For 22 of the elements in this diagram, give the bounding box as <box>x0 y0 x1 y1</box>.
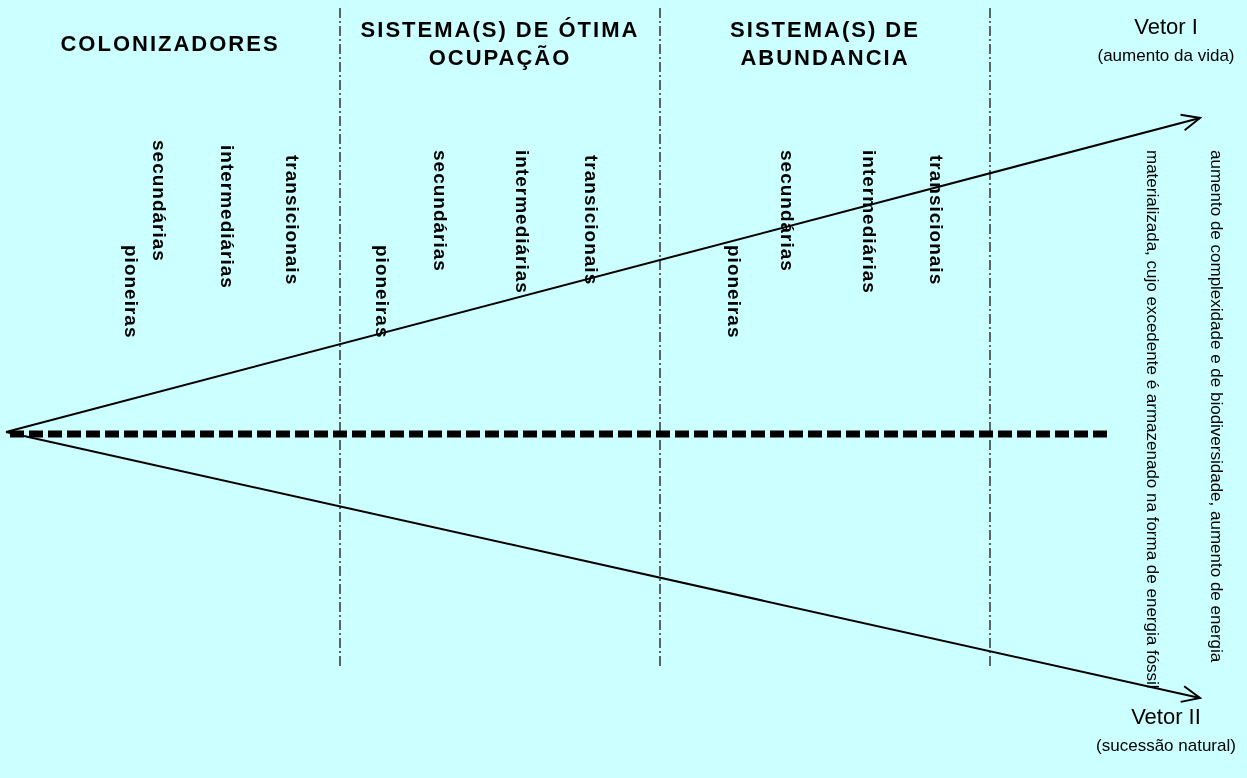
vector-title: Vetor I <box>1133 14 1199 40</box>
vector-subtitle: (sucessão natural) <box>1095 736 1237 756</box>
stage-label: transicionais <box>281 155 303 286</box>
stage-label: intermediárias <box>858 150 880 294</box>
stage-label: pioneiras <box>723 245 745 339</box>
stage-label: pioneiras <box>120 245 142 339</box>
stage-label: secundárias <box>429 150 451 272</box>
stage-label: intermediárias <box>216 145 238 289</box>
vector-arrow <box>5 431 1201 703</box>
stage-label: pioneiras <box>371 245 393 339</box>
note-text: aumento de complexidade e de biodiversidade, aumento de energia materializada, cujo excedente é armazenado na forma de energia fóssil <box>1142 150 1227 691</box>
vector-arrow <box>5 113 1201 433</box>
stage-label: secundárias <box>776 150 798 272</box>
vector-title: Vetor II <box>1130 704 1202 730</box>
column-heading: COLONIZADORES <box>59 30 281 58</box>
column-heading: SISTEMA(S) DE ÓTIMA OCUPAÇÃO <box>359 16 641 72</box>
stage-label: secundárias <box>148 140 170 262</box>
stage-label: intermediárias <box>511 150 533 294</box>
stage-label: transicionais <box>580 155 602 286</box>
column-heading: SISTEMA(S) DE ABUNDANCIA <box>729 16 921 72</box>
vector-subtitle: (aumento da vida) <box>1096 46 1236 66</box>
stage-label: transicionais <box>925 155 947 286</box>
